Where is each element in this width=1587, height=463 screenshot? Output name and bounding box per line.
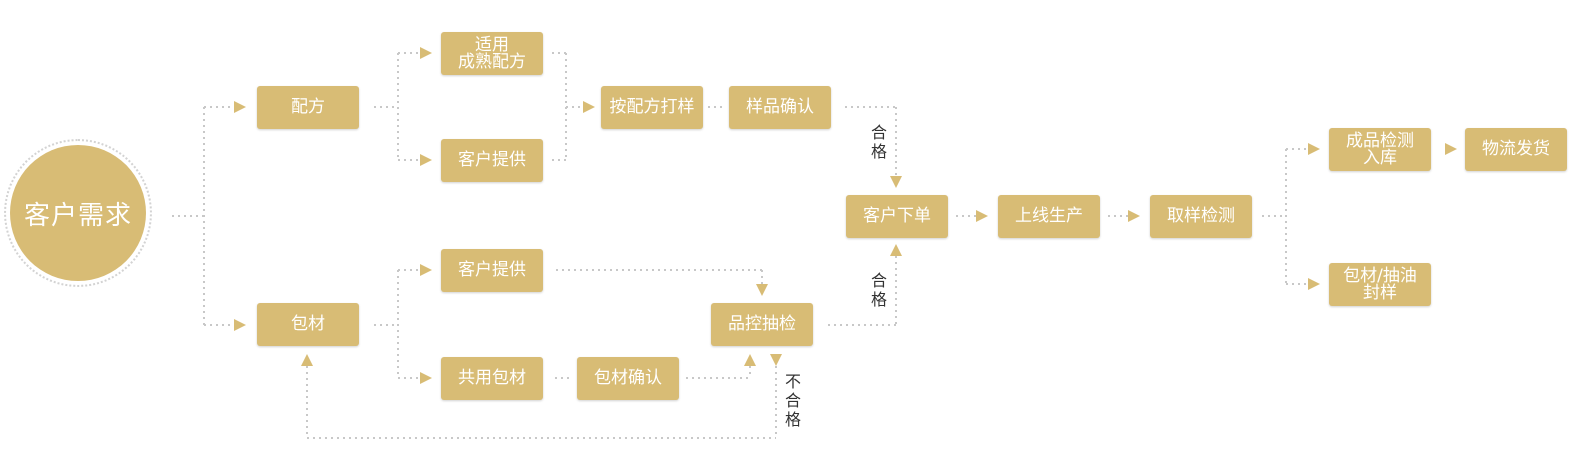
start-circle-ring xyxy=(4,139,152,287)
node-mature-formula-line2: 成熟配方 xyxy=(458,51,526,72)
node-customer-provide-packaging-label: 客户提供 xyxy=(458,260,526,280)
label-pass-top: 合 格 xyxy=(869,123,889,161)
node-sampling-test: 取样检测 xyxy=(1150,195,1252,238)
label-fail-char1: 不 xyxy=(784,372,801,391)
node-packaging-confirm-label: 包材确认 xyxy=(594,368,662,388)
node-packaging-label: 包材 xyxy=(291,314,325,334)
node-production-label: 上线生产 xyxy=(1015,206,1083,226)
label-fail-char3: 格 xyxy=(784,410,801,429)
node-customer-provide-formula-label: 客户提供 xyxy=(458,150,526,170)
node-formula-label: 配方 xyxy=(291,97,325,117)
node-mature-formula: 适用 成熟配方 xyxy=(441,32,543,75)
label-pass-bottom: 合 格 xyxy=(869,271,889,309)
node-packaging-confirm: 包材确认 xyxy=(577,357,679,400)
node-customer-provide-formula: 客户提供 xyxy=(441,139,543,182)
label-fail: 不 合 格 xyxy=(783,372,803,429)
node-shared-packaging: 共用包材 xyxy=(441,357,543,400)
node-sample-confirm: 样品确认 xyxy=(729,86,831,129)
node-mature-formula-line1: 适用 xyxy=(475,34,509,55)
node-packaging-seal-line2: 封样 xyxy=(1363,282,1397,303)
node-qc-sampling: 品控抽检 xyxy=(711,303,813,346)
node-packaging-seal-line1: 包材/抽油 xyxy=(1343,265,1417,286)
node-finished-test-line2: 入库 xyxy=(1363,147,1397,168)
node-sampling-test-label: 取样检测 xyxy=(1167,206,1235,226)
label-fail-char2: 合 xyxy=(784,391,801,410)
label-pass-top-char2: 格 xyxy=(870,142,887,161)
node-sample-by-formula: 按配方打样 xyxy=(601,86,703,129)
node-finished-test: 成品检测 入库 xyxy=(1329,128,1431,171)
node-finished-test-line1: 成品检测 xyxy=(1346,130,1414,151)
node-customer-demand: 客户需求 xyxy=(10,145,146,281)
label-pass-top-char1: 合 xyxy=(870,123,887,142)
node-logistics-label: 物流发货 xyxy=(1482,139,1550,159)
node-customer-order: 客户下单 xyxy=(846,195,948,238)
label-pass-bottom-char2: 格 xyxy=(870,290,887,309)
node-sample-confirm-label: 样品确认 xyxy=(746,97,814,117)
node-packaging-seal: 包材/抽油 封样 xyxy=(1329,263,1431,306)
node-sample-by-formula-label: 按配方打样 xyxy=(609,97,695,117)
node-formula: 配方 xyxy=(257,86,359,129)
node-qc-sampling-label: 品控抽检 xyxy=(728,314,796,334)
node-customer-demand-label: 客户需求 xyxy=(23,200,132,231)
node-customer-provide-packaging: 客户提供 xyxy=(441,249,543,292)
node-shared-packaging-label: 共用包材 xyxy=(458,368,526,388)
node-logistics: 物流发货 xyxy=(1465,128,1567,171)
node-production: 上线生产 xyxy=(998,195,1100,238)
node-customer-order-label: 客户下单 xyxy=(863,206,931,226)
node-packaging: 包材 xyxy=(257,303,359,346)
label-pass-bottom-char1: 合 xyxy=(870,271,887,290)
